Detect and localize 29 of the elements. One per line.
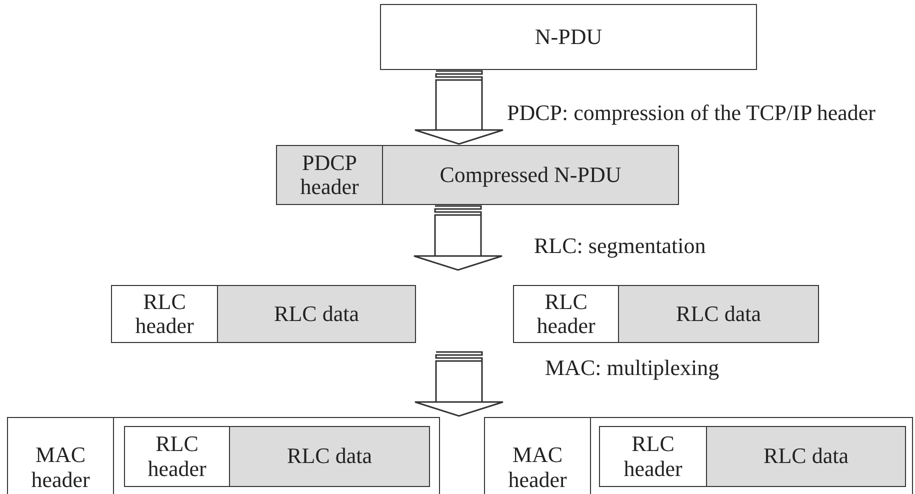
mac-pdu-frame xyxy=(484,417,913,494)
shaded-field-box xyxy=(382,145,679,205)
block-arrow xyxy=(414,70,504,145)
field-box xyxy=(380,4,757,70)
box-label: N-PDU xyxy=(534,24,604,50)
field-box xyxy=(111,285,218,343)
box-label: RLC header xyxy=(146,432,208,481)
shaded-field-box xyxy=(618,285,819,343)
shaded-field-box xyxy=(217,285,416,343)
box-label: RLC header xyxy=(134,290,195,338)
box-label: RLC data xyxy=(273,302,360,326)
box-label: RLC header xyxy=(536,290,596,338)
box-label: PDCP header xyxy=(299,150,360,200)
block-arrow xyxy=(414,351,504,417)
field-box xyxy=(599,426,707,487)
header-label: MAC header xyxy=(485,418,591,494)
mac-pdu-frame xyxy=(7,417,440,494)
field-box xyxy=(513,285,619,343)
box-label: Compressed N-PDU xyxy=(438,162,622,188)
shaded-field-box xyxy=(706,426,906,487)
field-box xyxy=(124,426,230,487)
shaded-field-box xyxy=(229,426,430,487)
box-label: RLC data xyxy=(675,302,762,326)
header-label: MAC header xyxy=(8,418,114,494)
shaded-field-box xyxy=(276,145,383,205)
box-label: RLC data xyxy=(286,444,373,469)
box-label: RLC header xyxy=(622,432,684,481)
block-arrow xyxy=(413,205,503,271)
box-label: RLC data xyxy=(762,444,850,469)
